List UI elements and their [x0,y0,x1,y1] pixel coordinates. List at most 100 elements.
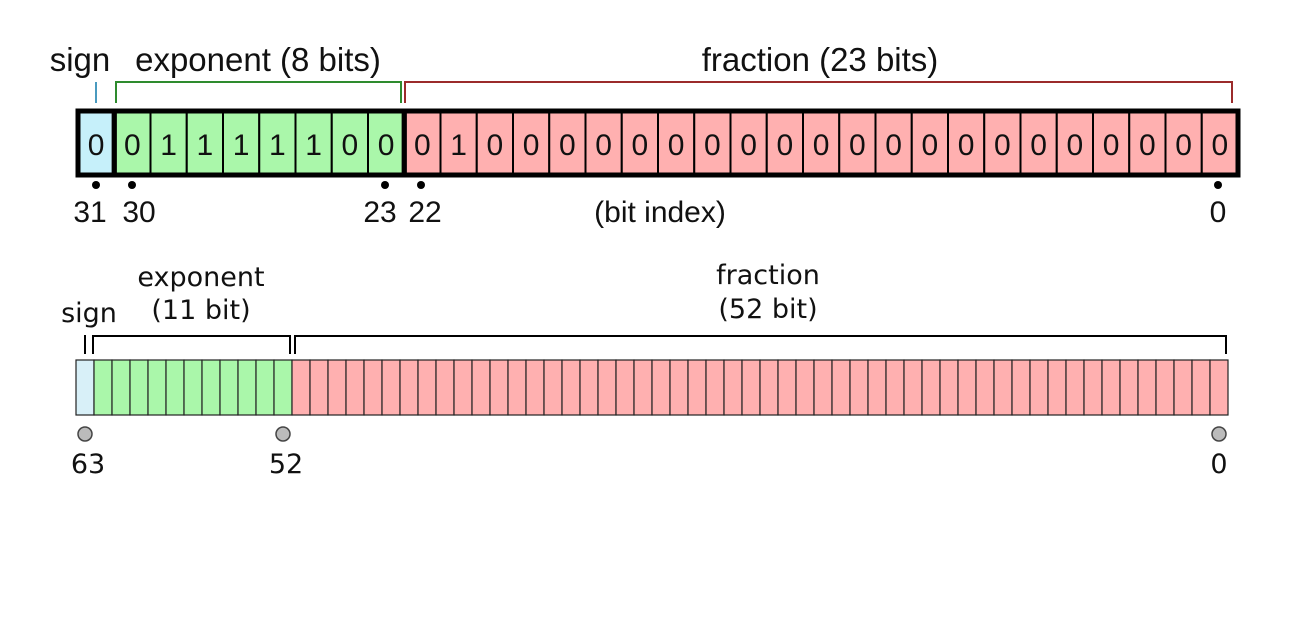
bit-index-23: 23 [363,196,396,229]
double-bit-cell-29 [687,359,707,416]
double-bit-cell-52 [273,359,293,416]
double-bit-cell-15 [939,359,959,416]
double-bit-index-63: 63 [71,449,105,480]
double-exponent-bracket [92,335,291,354]
bit-value-18: 0 [559,129,576,162]
bit-cell-3 [1092,110,1131,176]
bit-value-5: 0 [1030,129,1047,162]
double-exponent-label-line1: exponent [137,262,264,293]
double-bit-cell-42 [453,359,473,416]
double-bit-cells [75,359,1229,416]
double-bit-cell-14 [957,359,977,416]
bit-value-10: 0 [849,129,866,162]
double-bit-cell-37 [543,359,563,416]
double-bit-cell-16 [921,359,941,416]
double-bit-cell-5 [1119,359,1139,416]
fraction-bracket [404,81,1233,103]
double-bit-dot-0 [1211,426,1227,442]
bit-value-2: 0 [1139,129,1156,162]
double-fraction-label-line1: fraction [716,260,820,291]
bit-dot-30 [128,181,136,189]
bit-value-23: 0 [378,129,395,162]
bit-value-3: 0 [1103,129,1120,162]
bit-value-22: 0 [414,129,431,162]
bit-value-0: 0 [1212,129,1229,162]
double-bit-cell-8 [1065,359,1085,416]
double-bit-cell-33 [615,359,635,416]
double-bit-cell-60 [129,359,149,416]
bit-value-7: 0 [958,129,975,162]
double-bit-cell-6 [1101,359,1121,416]
bit-value-28: 1 [197,129,214,162]
double-bit-cell-3 [1155,359,1175,416]
bit-value-19: 0 [523,129,540,162]
double-sign-label: sign [61,298,117,329]
bit-cell-2 [1128,110,1167,176]
double-bit-cell-59 [147,359,167,416]
double-bit-cell-27 [723,359,743,416]
single-precision-diagram: sign exponent (8 bits) fraction (23 bits… [50,41,1241,229]
double-bit-cell-0 [1209,359,1229,416]
bit-dot-31 [92,181,100,189]
double-bit-cell-21 [831,359,851,416]
double-bit-cell-47 [363,359,383,416]
bit-value-13: 0 [740,129,757,162]
double-bit-cell-58 [165,359,185,416]
bit-index-22: 22 [408,196,441,229]
double-fraction-label-line2: (52 bit) [718,294,817,325]
double-bit-cell-55 [219,359,239,416]
double-bit-cell-32 [633,359,653,416]
double-bit-index-0: 0 [1210,449,1227,480]
bit-dot-22 [417,181,425,189]
double-bit-cell-4 [1137,359,1157,416]
double-exponent-label-line2: (11 bit) [151,295,250,326]
bit-value-24: 0 [342,129,359,162]
double-bit-cell-51 [291,359,311,416]
exponent-bracket [115,81,402,103]
bit-value-29: 1 [160,129,177,162]
double-bit-cell-20 [849,359,869,416]
bit-value-27: 1 [233,129,250,162]
double-bit-cell-13 [975,359,995,416]
double-bit-cell-9 [1047,359,1067,416]
fraction-label: fraction (23 bits) [702,41,939,78]
bit-value-6: 0 [994,129,1011,162]
double-bit-cell-1 [1191,359,1211,416]
bit-value-31: 0 [88,129,105,162]
double-bit-cell-26 [741,359,761,416]
double-bit-cell-56 [201,359,221,416]
bit-value-12: 0 [777,129,794,162]
double-bit-cell-34 [597,359,617,416]
bit-value-26: 1 [269,129,286,162]
double-precision-diagram: sign exponent (11 bit) fraction (52 bit)… [61,260,1229,480]
double-bit-cell-63 [75,359,95,416]
fraction-field-outline [401,108,1241,178]
double-bit-cell-10 [1029,359,1049,416]
double-bit-cell-12 [993,359,1013,416]
double-bit-cell-41 [471,359,491,416]
double-bit-cell-23 [795,359,815,416]
double-bit-cell-19 [867,359,887,416]
double-bit-cell-48 [345,359,365,416]
double-bit-cell-24 [777,359,797,416]
double-bit-cell-50 [309,359,329,416]
double-bit-cell-25 [759,359,779,416]
bit-value-17: 0 [595,129,612,162]
double-bit-cell-18 [885,359,905,416]
bit-value-14: 0 [704,129,721,162]
double-bit-cell-28 [705,359,725,416]
bit-value-16: 0 [632,129,649,162]
bit-value-21: 1 [450,129,467,162]
double-bit-cell-39 [507,359,527,416]
double-bit-dot-52 [275,426,291,442]
double-bit-cell-38 [525,359,545,416]
bit-cell-23 [367,110,406,176]
bit-cell-4 [1055,110,1094,176]
bit-value-8: 0 [922,129,939,162]
double-bit-dot-63 [77,426,93,442]
double-bit-cell-30 [669,359,689,416]
double-bit-cell-17 [903,359,923,416]
bit-value-4: 0 [1067,129,1084,162]
double-bit-cell-62 [93,359,113,416]
